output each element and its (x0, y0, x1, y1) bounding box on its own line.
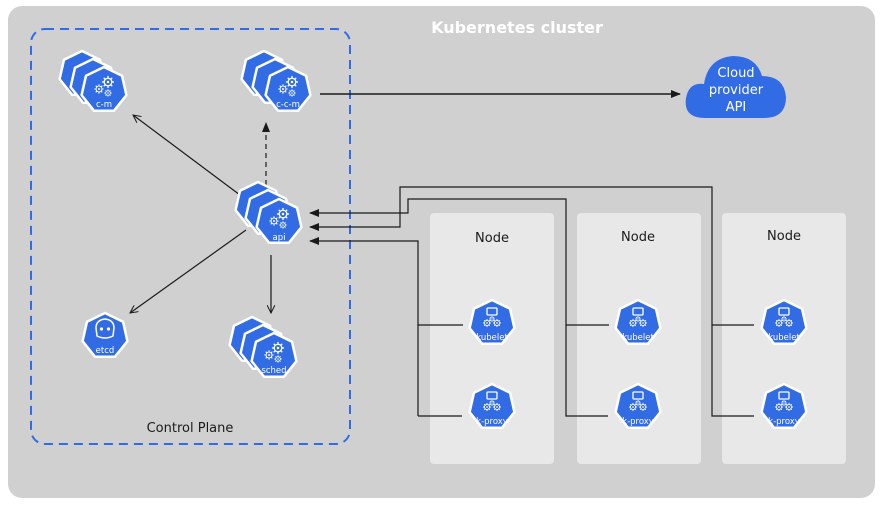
etcd-icon: etcd (81, 311, 129, 358)
node2-proxy-icon: k-proxy (614, 382, 662, 429)
ccm-icon: c-c-m (240, 49, 312, 112)
cloud-line-2: provider (709, 83, 764, 98)
node3-proxy-label: k-proxy (768, 417, 800, 427)
node2-proxy-wire (565, 325, 608, 417)
cm-label: c-m (96, 100, 112, 110)
node3-kubelet-icon: kubelet (760, 298, 808, 345)
control-plane-label: Control Plane (147, 421, 234, 436)
cloud-line-3: API (726, 100, 747, 115)
sched-label: sched (261, 366, 286, 376)
node2-proxy-label: k-proxy (622, 417, 654, 427)
api-to-etcd-arrow (130, 229, 247, 313)
node1-kubelet-icon: kubelet (468, 298, 516, 345)
cloud-line-1: Cloud (717, 66, 754, 81)
ccm-label: c-c-m (276, 100, 300, 110)
node1-to-api-line (309, 237, 463, 326)
node2-kubelet-icon: kubelet (614, 298, 662, 345)
node3-proxy-wire (711, 325, 754, 417)
node1-proxy-label: k-proxy (476, 417, 508, 427)
sched-icon: sched (228, 315, 298, 378)
node3-kubelet-label: kubelet (768, 333, 800, 343)
node-title-3: Node (767, 229, 801, 244)
api-to-cm-arrow (133, 115, 241, 196)
node-title-2: Node (621, 230, 655, 245)
node3-proxy-icon: k-proxy (760, 382, 808, 429)
api-icon: api (234, 180, 303, 244)
node3-to-api-line (309, 186, 754, 326)
cm-icon: c-m (58, 49, 128, 112)
etcd-label: etcd (96, 346, 115, 356)
node2-kubelet-label: kubelet (622, 333, 654, 343)
api-label: api (273, 233, 286, 243)
node1-kubelet-label: kubelet (476, 333, 508, 343)
node-title-1: Node (475, 231, 509, 246)
node2-to-api-line (309, 198, 609, 326)
cloud-provider-icon: Cloud provider API (685, 56, 786, 118)
cluster-title: Kubernetes cluster (431, 18, 603, 37)
node1-proxy-icon: k-proxy (468, 382, 516, 429)
